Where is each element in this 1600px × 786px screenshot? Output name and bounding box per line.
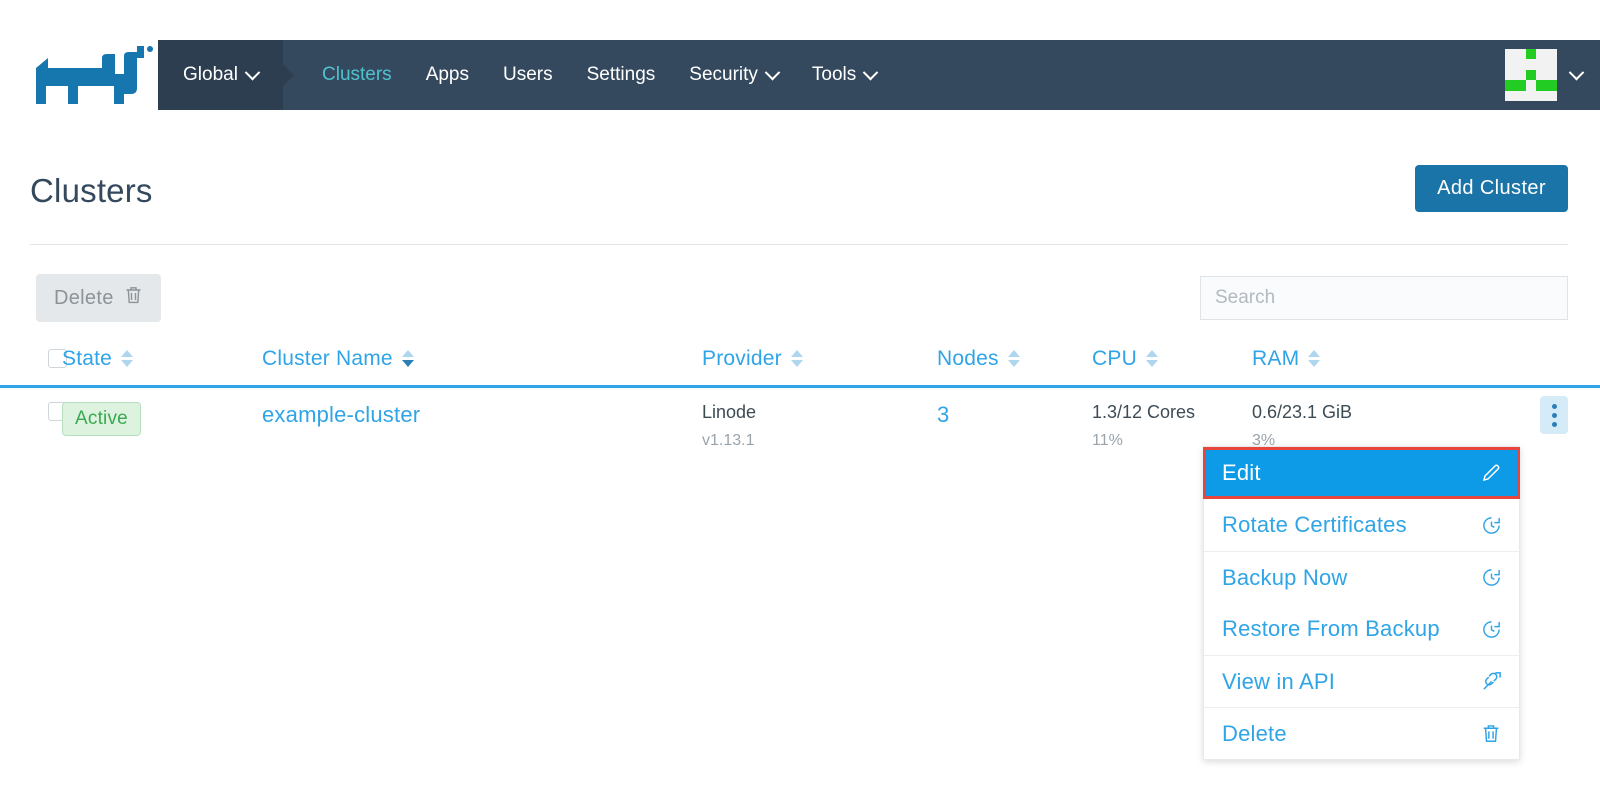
nav-item-label: Apps — [425, 64, 469, 85]
table-row: Active example-cluster Linode v1.13.1 3 … — [0, 388, 1600, 460]
cell-nodes: 3 — [937, 402, 1092, 428]
column-header-cluster-name[interactable]: Cluster Name — [262, 347, 702, 371]
add-cluster-button[interactable]: Add Cluster — [1415, 165, 1568, 212]
nav-item-security[interactable]: Security — [672, 40, 795, 110]
nav-item-users[interactable]: Users — [486, 40, 570, 110]
bulk-delete-label: Delete — [54, 286, 114, 309]
page-header: Clusters Add Cluster — [0, 150, 1600, 245]
nav-item-list: Clusters Apps Users Settings Security To… — [305, 40, 893, 110]
status-badge: Active — [62, 402, 141, 436]
clusters-table: State Cluster Name Provider Nodes CP — [0, 332, 1600, 460]
nav-item-label: Clusters — [322, 64, 392, 85]
nodes-count-link[interactable]: 3 — [937, 402, 950, 427]
ram-value: 0.6/23.1 GiB — [1252, 402, 1353, 422]
external-link-icon — [1479, 670, 1503, 694]
column-header-state[interactable]: State — [62, 347, 262, 371]
trash-icon — [1479, 722, 1503, 746]
select-all-cell — [0, 349, 67, 368]
column-header-nodes[interactable]: Nodes — [937, 347, 1092, 371]
table-toolbar: Delete — [0, 258, 1600, 328]
column-label: Cluster Name — [262, 346, 393, 370]
cell-provider: Linode v1.13.1 — [702, 402, 937, 450]
menu-item-restore-from-backup[interactable]: Restore From Backup — [1204, 603, 1519, 655]
sort-toggle-icon[interactable] — [1308, 350, 1321, 367]
column-header-provider[interactable]: Provider — [702, 347, 937, 371]
cell-ram: 0.6/23.1 GiB 3% — [1252, 402, 1482, 450]
nav-item-label: Tools — [811, 64, 857, 85]
nav-item-clusters[interactable]: Clusters — [305, 40, 409, 110]
app-header: Global Clusters Apps Users Settings Secu… — [0, 0, 1600, 150]
nav-item-label: Users — [503, 64, 553, 85]
provider-version: v1.13.1 — [702, 432, 755, 449]
nav-item-label: Security — [689, 64, 758, 85]
column-label: State — [62, 346, 113, 370]
nav-context-selector[interactable]: Global — [158, 40, 283, 110]
nav-item-label: Settings — [586, 64, 656, 85]
menu-item-label: Restore From Backup — [1222, 616, 1440, 641]
menu-item-rotate-certificates[interactable]: Rotate Certificates — [1204, 499, 1519, 551]
cell-cpu: 1.3/12 Cores 11% — [1092, 402, 1252, 450]
chevron-down-icon — [764, 64, 781, 80]
page-title: Clusters — [30, 172, 153, 209]
nav-item-apps[interactable]: Apps — [409, 40, 486, 110]
header-divider — [30, 244, 1568, 245]
sort-toggle-icon[interactable] — [790, 350, 803, 367]
sort-toggle-icon[interactable] — [1007, 350, 1020, 367]
menu-item-view-in-api[interactable]: View in API — [1204, 655, 1519, 707]
menu-item-label: Rotate Certificates — [1222, 512, 1407, 537]
menu-item-delete[interactable]: Delete — [1204, 707, 1519, 759]
table-header-row: State Cluster Name Provider Nodes CP — [0, 332, 1600, 388]
nav-item-settings[interactable]: Settings — [570, 40, 673, 110]
menu-item-edit[interactable]: Edit — [1204, 447, 1519, 499]
column-header-ram[interactable]: RAM — [1252, 347, 1482, 371]
column-label: Provider — [702, 346, 782, 370]
column-label: RAM — [1252, 346, 1300, 370]
nav-context-label: Global — [183, 64, 238, 85]
history-icon — [1479, 513, 1503, 537]
kebab-menu-icon[interactable] — [1540, 396, 1568, 434]
ram-percent: 3% — [1252, 432, 1276, 449]
chevron-down-icon — [863, 64, 879, 80]
search-input[interactable] — [1200, 276, 1568, 320]
sort-toggle-icon[interactable] — [401, 350, 414, 367]
main-navbar: Global Clusters Apps Users Settings Secu… — [158, 40, 1600, 110]
rancher-bull-logo[interactable] — [28, 36, 158, 114]
user-menu[interactable] — [1505, 40, 1585, 110]
column-header-cpu[interactable]: CPU — [1092, 347, 1252, 371]
menu-item-label: Edit — [1222, 460, 1261, 485]
history-icon — [1479, 566, 1503, 590]
trash-icon — [124, 285, 143, 311]
chevron-down-icon — [244, 64, 261, 80]
cluster-name-link[interactable]: example-cluster — [262, 402, 421, 427]
menu-item-label: Delete — [1222, 720, 1287, 746]
column-label: CPU — [1092, 346, 1137, 370]
user-identicon-avatar[interactable] — [1505, 49, 1557, 101]
cell-state: Active — [62, 402, 262, 436]
cell-cluster-name: example-cluster — [262, 402, 702, 428]
row-select-cell — [0, 402, 67, 421]
select-all-checkbox[interactable] — [48, 349, 67, 368]
history-icon — [1479, 617, 1503, 641]
menu-item-backup-now[interactable]: Backup Now — [1204, 551, 1519, 603]
nav-item-tools[interactable]: Tools — [795, 40, 893, 110]
bulk-delete-button[interactable]: Delete — [36, 274, 161, 322]
pencil-icon — [1479, 461, 1503, 485]
sort-toggle-icon[interactable] — [121, 350, 134, 367]
sort-toggle-icon[interactable] — [1145, 350, 1158, 367]
menu-item-label: View in API — [1222, 668, 1336, 694]
cpu-value: 1.3/12 Cores — [1092, 402, 1196, 422]
column-label: Nodes — [937, 346, 999, 370]
provider-name: Linode — [702, 402, 757, 422]
row-action-menu: Edit Rotate Certificates Backup Now Rest… — [1203, 446, 1520, 760]
menu-item-label: Backup Now — [1222, 564, 1348, 590]
chevron-down-icon — [1568, 64, 1585, 80]
cpu-percent: 11% — [1092, 432, 1123, 449]
